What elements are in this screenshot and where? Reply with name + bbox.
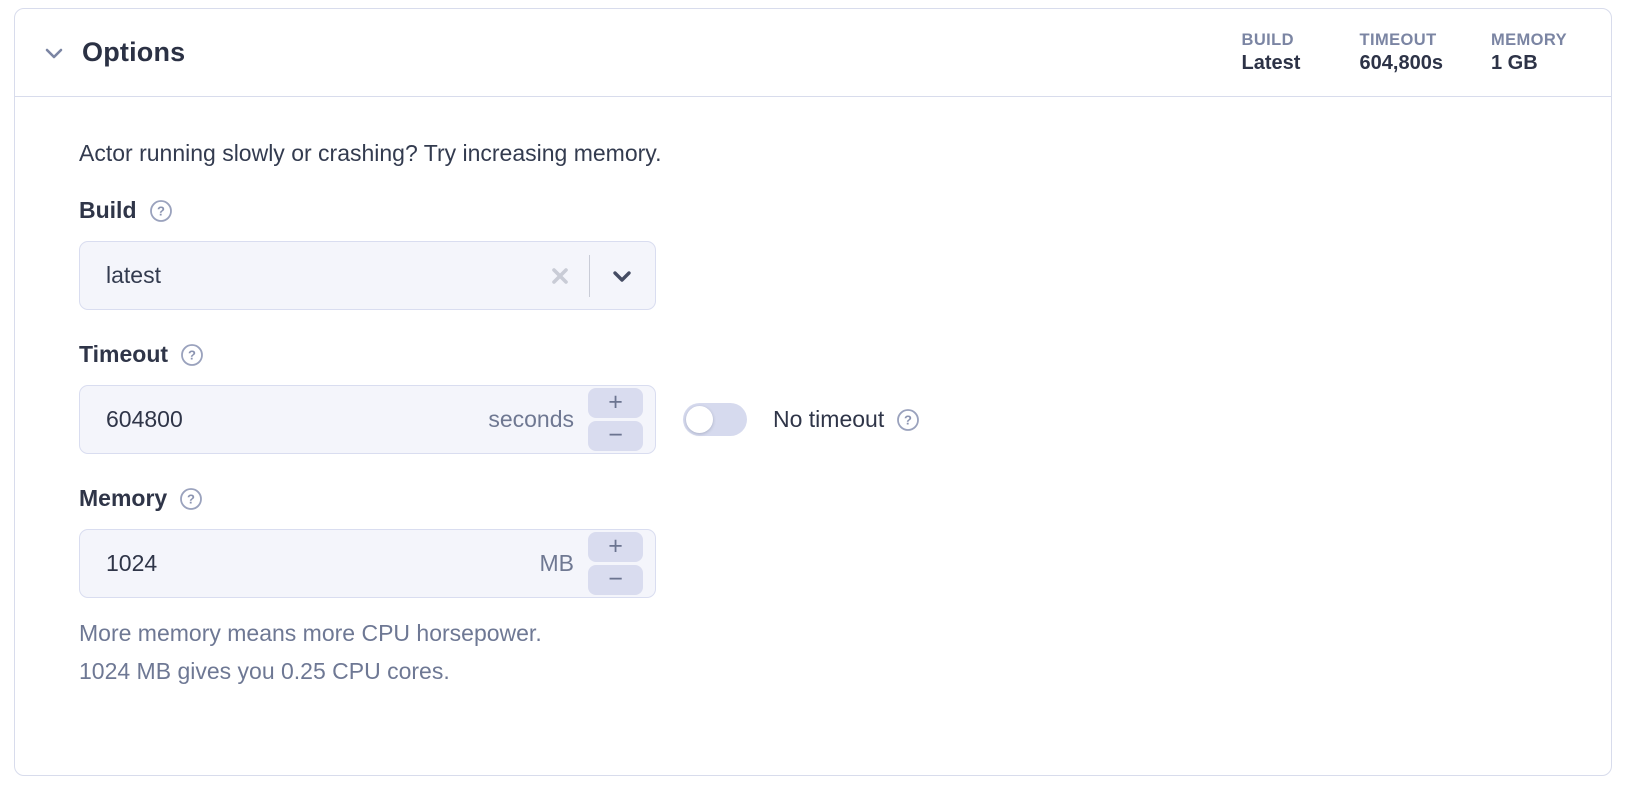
svg-text:?: ? [157, 203, 165, 218]
stat-memory-label: MEMORY [1490, 30, 1567, 49]
timeout-help-icon[interactable]: ? [180, 343, 204, 367]
stat-build: BUILD Latest [1242, 31, 1312, 75]
stat-build-label: BUILD [1241, 30, 1294, 49]
stat-timeout-value: 604,800s [1359, 51, 1443, 74]
clear-x-icon[interactable] [548, 264, 572, 288]
stat-timeout: TIMEOUT 604,800s [1360, 31, 1443, 75]
memory-unit: MB [539, 550, 575, 576]
memory-help-line-1: More memory means more CPU horsepower. [79, 620, 542, 646]
memory-stepper: + − [588, 532, 643, 595]
timeout-input-box: seconds + − [79, 385, 656, 454]
memory-decrement-button[interactable]: − [588, 565, 643, 595]
build-select-value: latest [106, 262, 161, 288]
stat-memory: MEMORY 1 GB [1491, 31, 1567, 75]
stat-timeout-label: TIMEOUT [1359, 30, 1437, 49]
timeout-label: Timeout [79, 341, 169, 367]
timeout-decrement-button[interactable]: − [588, 421, 643, 451]
memory-label: Memory [79, 485, 168, 511]
svg-text:?: ? [904, 412, 912, 427]
timeout-input[interactable] [106, 386, 489, 453]
options-header[interactable]: Options BUILD Latest TIMEOUT 604,800s ME… [15, 9, 1611, 97]
memory-input-box: MB + − [79, 529, 656, 598]
memory-help-text: More memory means more CPU horsepower. 1… [79, 614, 1547, 690]
intro-text: Actor running slowly or crashing? Try in… [79, 140, 662, 166]
timeout-input-row: seconds + − No timeout ? [79, 385, 1547, 454]
memory-help-icon[interactable]: ? [179, 487, 203, 511]
svg-text:?: ? [188, 347, 196, 362]
timeout-unit: seconds [488, 406, 574, 432]
select-chevron-down-icon[interactable] [607, 261, 637, 291]
header-stats: BUILD Latest TIMEOUT 604,800s MEMORY 1 G… [1242, 31, 1567, 75]
select-divider [588, 254, 590, 297]
toggle-knob [686, 406, 713, 433]
build-help-icon[interactable]: ? [149, 199, 173, 223]
chevron-down-icon[interactable] [41, 40, 67, 66]
build-label: Build [79, 197, 137, 223]
memory-input[interactable] [106, 530, 540, 597]
svg-text:?: ? [187, 491, 195, 506]
options-body: Actor running slowly or crashing? Try in… [15, 97, 1611, 690]
timeout-label-row: Timeout ? [79, 341, 1547, 368]
no-timeout-label: No timeout [773, 406, 885, 432]
memory-increment-button[interactable]: + [588, 532, 643, 562]
memory-help-line-2: 1024 MB gives you 0.25 CPU cores. [79, 658, 450, 684]
options-panel: Options BUILD Latest TIMEOUT 604,800s ME… [14, 8, 1612, 776]
timeout-stepper: + − [588, 388, 643, 451]
memory-field: Memory ? MB + − More memory means more C… [79, 485, 1547, 690]
stat-build-value: Latest [1241, 51, 1301, 74]
build-select[interactable]: latest [79, 241, 656, 310]
stat-memory-value: 1 GB [1490, 51, 1538, 74]
timeout-increment-button[interactable]: + [588, 388, 643, 418]
panel-title: Options [82, 37, 186, 67]
no-timeout-help-icon[interactable]: ? [896, 408, 920, 432]
build-field: Build ? latest [79, 197, 1547, 310]
timeout-field: Timeout ? seconds + − [79, 341, 1547, 454]
memory-label-row: Memory ? [79, 485, 1547, 512]
no-timeout-toggle[interactable] [683, 403, 747, 436]
build-label-row: Build ? [79, 197, 1547, 224]
